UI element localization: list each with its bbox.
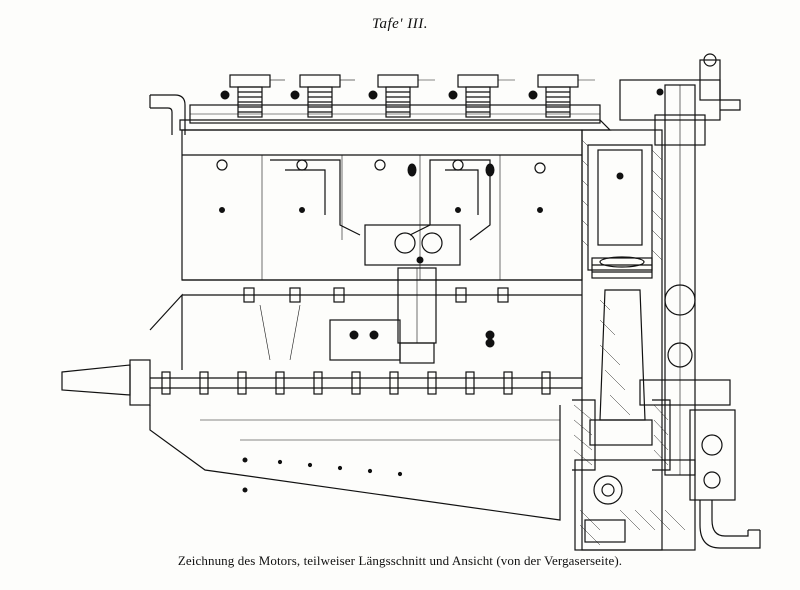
magneto-assembly — [619, 53, 741, 121]
connecting-rod — [589, 289, 653, 446]
water-pump — [689, 409, 736, 501]
valve-spring-4 — [448, 74, 499, 118]
valve-spring-5 — [528, 74, 579, 118]
crank-web — [572, 399, 671, 471]
valve-spring-1 — [220, 74, 271, 118]
crankcase-flange-bolts — [161, 371, 551, 395]
vertical-drive-shaft — [639, 84, 731, 476]
valve-spring-2 — [290, 74, 341, 118]
cylinder-section — [572, 129, 671, 551]
carburettor-housing — [364, 224, 461, 364]
oil-pump — [574, 459, 696, 551]
water-outlet-pipe — [699, 500, 761, 549]
crankcase-upper — [149, 279, 582, 370]
exhaust-pipe-elbow — [149, 94, 186, 135]
oil-sump — [149, 405, 561, 521]
valve-spring-3 — [368, 74, 419, 118]
block-nuts — [216, 159, 546, 213]
plate-caption: Zeichnung des Motors, teilweiser Längssc… — [177, 553, 623, 568]
cylinder-block — [181, 129, 583, 281]
crankcase-studs — [243, 287, 509, 303]
valve-springs — [220, 74, 595, 118]
cylinder-bore — [581, 139, 663, 271]
piston — [591, 256, 653, 279]
plate-number: Tafe' III. — [372, 16, 428, 32]
crankshaft-nose — [61, 359, 582, 406]
